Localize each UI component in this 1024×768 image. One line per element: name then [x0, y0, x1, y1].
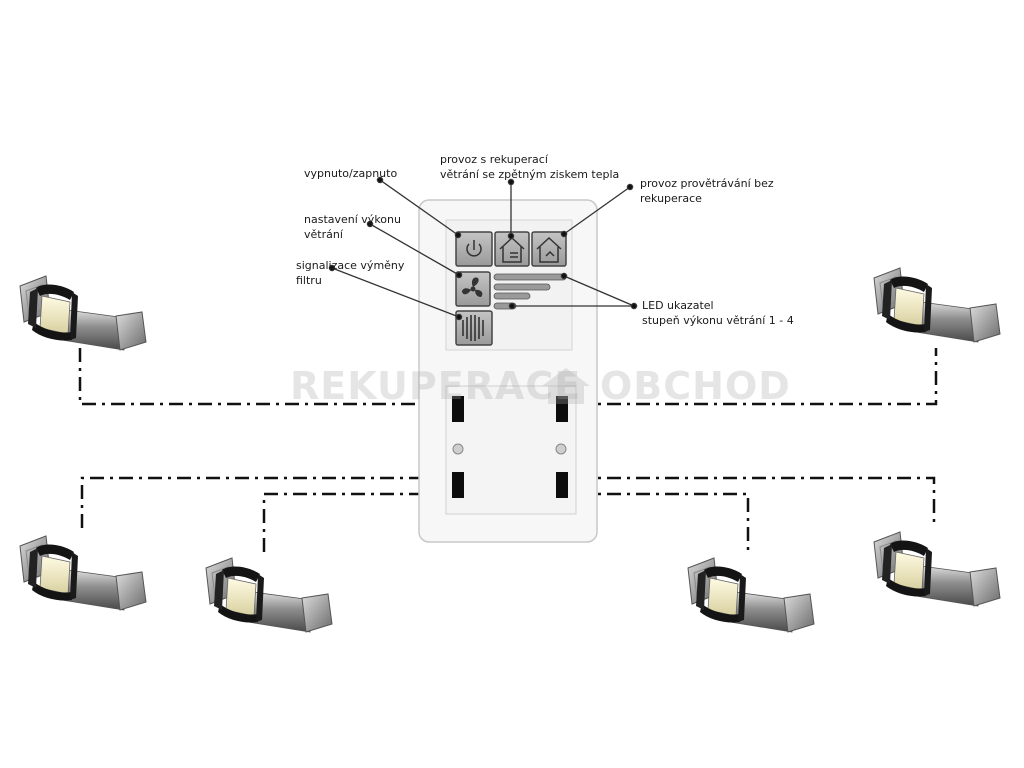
led-bar-2 [493, 292, 531, 300]
line-bottom-left-outer [80, 476, 445, 528]
label-ventilation-line-1: provoz provětrávání bez [640, 177, 774, 190]
unit-bottom-right-inner [687, 557, 815, 633]
ventilation-unit-icon [873, 531, 1001, 607]
filter-icon [462, 315, 484, 341]
label-recovery: provoz s rekuperací větrání se zpětným z… [440, 152, 619, 182]
power-button[interactable] [455, 231, 493, 267]
label-filter-signal-line-2: filtru [296, 274, 322, 287]
led-bar-4 [493, 273, 567, 281]
led-bar-3 [493, 283, 551, 291]
line-top-right [578, 348, 938, 406]
unit-top-left [19, 275, 147, 351]
recovery-button[interactable] [494, 231, 530, 267]
label-recovery-line-1: provoz s rekuperací [440, 153, 548, 166]
power-icon [466, 240, 482, 257]
fan-button[interactable] [455, 271, 491, 307]
house-ventilation-icon [536, 236, 562, 263]
label-power: vypnuto/zapnuto [304, 166, 397, 181]
filter-button[interactable] [455, 310, 493, 346]
label-recovery-line-2: větrání se zpětným ziskem tepla [440, 168, 620, 181]
mounting-slots [452, 396, 568, 498]
unit-bottom-left-outer [19, 535, 147, 611]
label-filter-signal-line-1: signalizace výměny [296, 259, 405, 272]
label-led: LED ukazatel stupeň výkonu větrání 1 - 4 [642, 298, 794, 328]
label-fan-setting-line-2: větrání [304, 228, 343, 241]
fan-icon [462, 277, 483, 297]
ventilation-button[interactable] [531, 231, 567, 267]
unit-bottom-right-outer [873, 531, 1001, 607]
ventilation-unit-icon [873, 267, 1001, 343]
label-led-line-2: stupeň výkonu větrání 1 - 4 [642, 314, 794, 327]
ventilation-unit-icon [205, 557, 333, 633]
line-bottom-left-inner [262, 492, 445, 552]
label-filter-signal: signalizace výměny filtru [296, 258, 404, 288]
label-led-line-1: LED ukazatel [642, 299, 714, 312]
line-bottom-right-inner [578, 492, 750, 552]
ventilation-unit-icon [687, 557, 815, 633]
label-power-line-1: vypnuto/zapnuto [304, 167, 398, 180]
screws [452, 443, 567, 455]
label-ventilation-line-2: rekuperace [640, 192, 702, 205]
connection-lines [78, 348, 938, 552]
leader-lines [328, 176, 638, 321]
label-fan-setting-line-1: nastavení výkonu [304, 213, 401, 226]
line-bottom-right-outer [578, 476, 936, 528]
label-ventilation: provoz provětrávání bez rekuperace [640, 176, 774, 206]
line-top-left [78, 348, 445, 406]
label-fan-setting: nastavení výkonu větrání [304, 212, 401, 242]
unit-bottom-left-inner [205, 557, 333, 633]
unit-top-right [873, 267, 1001, 343]
ventilation-unit-icon [19, 535, 147, 611]
ventilation-unit-icon [19, 275, 147, 351]
